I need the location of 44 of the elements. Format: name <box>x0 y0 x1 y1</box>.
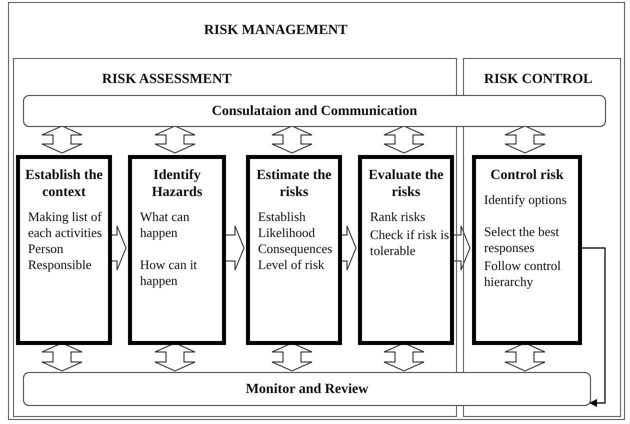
block-arrow <box>110 226 127 270</box>
process-box <box>358 155 454 345</box>
arrow <box>580 247 606 407</box>
block-arrow <box>504 342 546 372</box>
block-arrow <box>272 125 312 154</box>
box-text: Check if risk is tolerable <box>369 227 450 259</box>
box-heading: Identify Hazards <box>150 167 204 201</box>
process-box <box>16 155 112 345</box>
process-band <box>23 372 591 406</box>
block-arrow <box>340 226 357 270</box>
process-box <box>246 155 342 345</box>
box-heading: Establish the context <box>24 167 104 201</box>
box-heading: Estimate the risks <box>255 167 333 201</box>
block-arrow <box>224 226 245 270</box>
box-heading: Control risk <box>489 167 565 184</box>
band-label: Consulataion and Communication <box>212 102 418 120</box>
box-text: Identify options <box>483 192 568 208</box>
box-text: How can it happen <box>139 257 198 289</box>
block-arrow <box>452 226 471 270</box>
process-band <box>23 95 606 127</box>
box-text: Rank risks <box>369 209 426 225</box>
block-arrow <box>42 125 82 154</box>
section-title: RISK MANAGEMENT <box>204 23 348 39</box>
block-arrow <box>154 342 196 372</box>
block-arrow <box>42 342 82 372</box>
box-text: What can happen <box>139 209 190 241</box>
box-text: Making list of each activities Person Responsible <box>27 209 103 273</box>
block-arrow <box>384 342 424 372</box>
section-frame <box>463 58 621 417</box>
box-heading: Evaluate the risks <box>367 167 445 201</box>
outer-frame <box>8 2 625 420</box>
block-arrow <box>272 342 312 372</box>
band-label: Monitor and Review <box>246 380 368 398</box>
box-text: Follow control hierarchy <box>483 258 562 290</box>
box-text: Establish Likelihood Consequences Level of risk <box>257 209 334 273</box>
box-text: Select the best responses <box>483 224 560 256</box>
section-frame <box>13 58 457 417</box>
block-arrow <box>384 125 424 154</box>
section-title: RISK ASSESSMENT <box>102 72 232 88</box>
section-title: RISK CONTROL <box>484 72 593 88</box>
block-arrow <box>154 125 196 154</box>
process-box <box>128 155 226 345</box>
block-arrow <box>504 125 546 154</box>
process-box <box>472 155 582 345</box>
